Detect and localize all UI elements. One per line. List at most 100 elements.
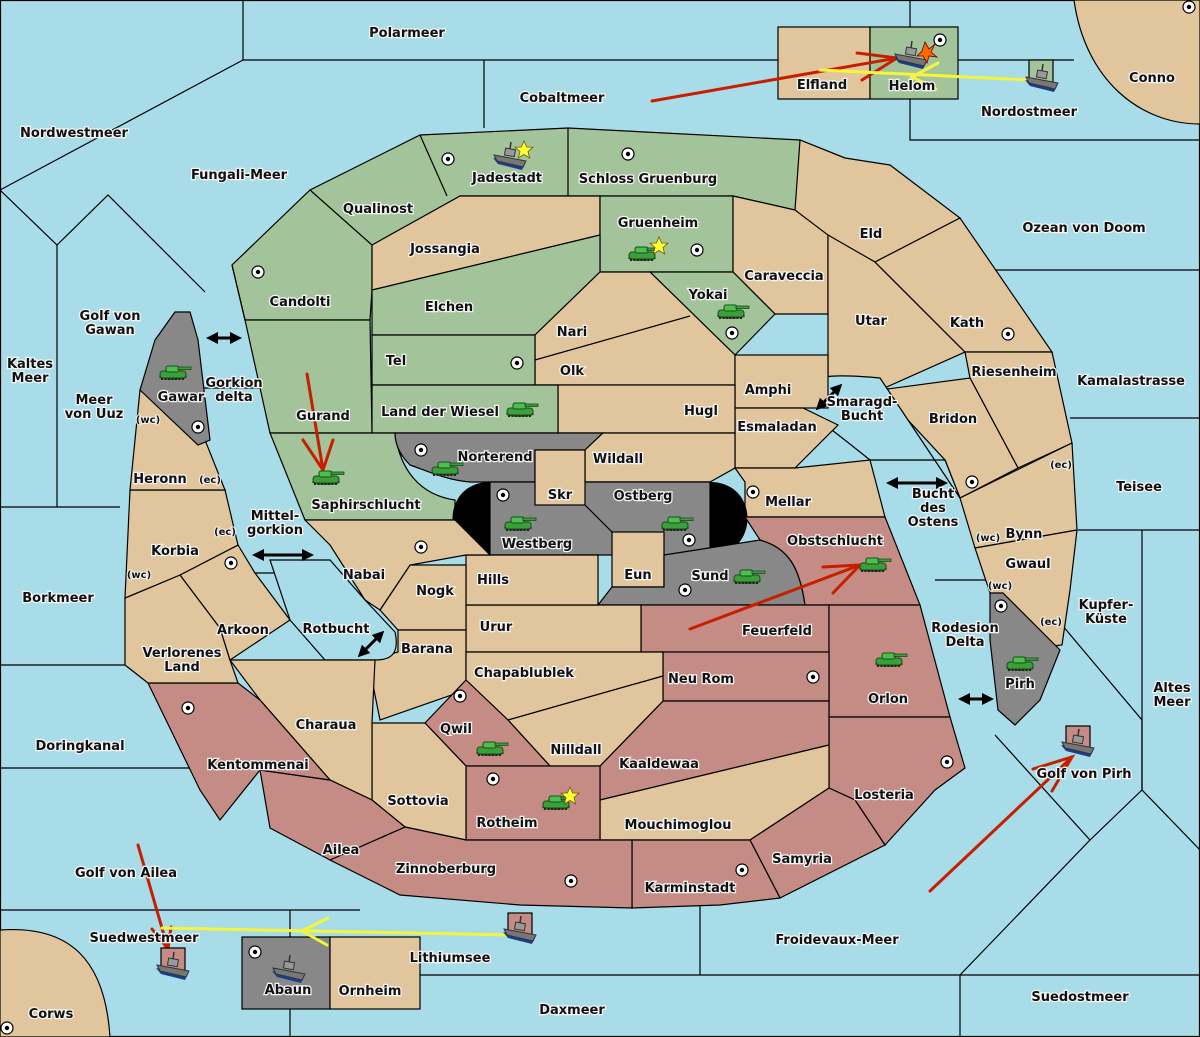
region-ornheim[interactable] [329,936,421,1010]
supply-center-icon [441,152,455,166]
sea-label: Borkmeer [22,591,94,606]
supply-center-icon [564,874,578,888]
territory-label: Wildall [593,452,643,467]
territory-label: Orlon [868,692,908,707]
label-line: Golf von [80,309,141,324]
label-line: des [920,501,946,516]
region-bridon[interactable] [878,377,1019,499]
region-kentommenai[interactable] [147,682,332,822]
territory-label: Korbia [151,544,199,559]
territory-label: Barana [401,642,453,657]
region-zinnoberburg[interactable] [328,826,633,909]
arrowhead [1031,754,1076,793]
coast-marker: (wc) [127,570,151,581]
territory-label: Ornheim [339,984,402,999]
region-barana[interactable] [367,629,467,721]
sea-label: Kupfer-Küste [1079,598,1134,627]
territory-label: Hills [477,573,509,588]
supply-center-icon [414,540,428,554]
units [155,40,1095,984]
territory-label: Zinnoberburg [396,862,496,877]
territory-label: Amphi [745,383,792,398]
label-line: von Uuz [65,407,124,422]
label-line: gorkion [247,523,303,538]
territory-label: Neu Rom [668,672,734,687]
territory-label: Feuerfeld [742,624,812,639]
region-corws[interactable] [0,928,111,1037]
territory-label: Elchen [425,300,473,315]
arrowhead [908,61,940,91]
supply-center-icon [414,443,428,457]
territory-label: Land der Wiesel [381,405,499,420]
territory-label: Rotheim [476,816,537,831]
territory-label: Samyria [772,852,832,867]
territory-label: Obstschlucht [787,534,883,549]
territory-label: Nilldall [550,743,601,758]
supply-center-icon [453,689,467,703]
territory-label: Karminstadt [645,881,736,896]
supply-center-icon [1182,0,1196,14]
coast-marker: (ec) [214,527,236,538]
arrowhead [301,438,335,474]
attack-arrow [688,563,862,631]
territory-label: Gawar [158,390,205,405]
territory-label: Bridon [929,412,977,427]
region-riesenheim[interactable] [964,351,1073,469]
coast-marker: (wc) [136,415,160,426]
supply-center-icon [933,33,947,47]
territory-label: Elfland [797,78,847,93]
region-esmaladan[interactable] [734,407,840,469]
sea-label: Smaragd-Bucht [827,395,898,424]
order-arrows [136,51,1076,953]
coast-marker: (ec) [1040,617,1062,628]
sea-label: Suedwestmeer [89,931,199,946]
territory-label: Abaun [265,983,312,998]
territory-label: Schloss Gruenburg [579,172,717,187]
support-arrow [818,68,1032,82]
region-korbia[interactable] [124,489,239,599]
supply-center-icon [994,599,1008,613]
supply-center-icon [806,670,820,684]
supply-center-icon [1001,327,1015,341]
region-amphi[interactable] [734,354,829,409]
territory-label: Pirh [1005,677,1035,692]
sea-label: Ozean von Doom [1022,221,1145,236]
supply-center-icon [181,701,195,715]
sea-label: Kamalastrasse [1077,374,1185,389]
supply-center-icon [682,533,696,547]
territory-label: Gwaul [1005,557,1050,572]
territory-label: Gruenheim [618,216,698,231]
support-arrow [160,926,512,937]
region-eun[interactable] [611,531,665,588]
sea-label: Nordostmeer [981,105,1078,120]
supply-center-icon [510,356,524,370]
label-line: Bucht [841,409,883,424]
supply-center-icon [621,147,635,161]
region-skr[interactable] [534,449,586,506]
attack-arrow [136,843,170,951]
label-line: Smaragd- [827,395,898,410]
region-gruenheim[interactable] [599,195,734,273]
attack-arrow [305,372,325,472]
territory-label: Yokai [687,288,727,303]
region-conno[interactable] [1073,0,1200,125]
region-nabai[interactable] [303,519,492,611]
land-labels: Elfland Helom Conno Jadestadt Schloss Gr… [27,70,1176,1024]
territory-label: Heronn [133,472,187,487]
supply-center-icon [191,420,205,434]
territory-label: Chapablublek [474,666,574,681]
territory-label: Sund [691,569,728,584]
territory-label: Qwil [440,722,472,737]
supply-center-icon [690,243,704,257]
territory-label: Qualinost [343,202,413,217]
territory-label: Olk [560,364,585,379]
territory-label: Conno [1129,71,1175,86]
sea-label: Fungali-Meer [191,168,288,183]
double-arrow-icon [815,383,843,411]
